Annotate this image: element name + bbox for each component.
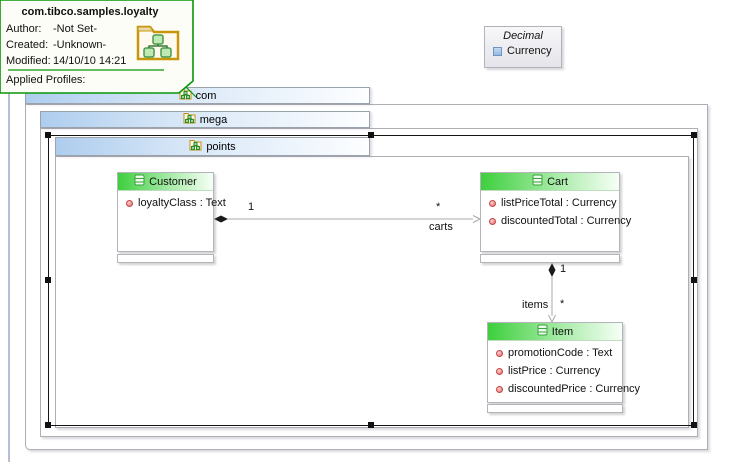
tooltip-title: com.tibco.samples.loyalty <box>21 6 159 18</box>
role-label-carts[interactable]: carts <box>429 221 453 233</box>
attribute-text: discountedTotal : Currency <box>501 215 632 227</box>
selection-handle-e[interactable] <box>691 277 697 283</box>
attribute-icon <box>489 199 496 207</box>
package-icon <box>183 112 196 127</box>
primitive-type-currency[interactable]: Decimal Currency <box>484 26 562 68</box>
selection-handle-s[interactable] <box>368 422 374 428</box>
class-name: Cart <box>547 175 568 188</box>
primitive-type-icon <box>493 46 502 56</box>
package-label: points <box>206 140 236 153</box>
page-boundary-line <box>8 0 10 462</box>
attribute-icon <box>496 349 503 357</box>
package-tab-points[interactable]: points <box>55 137 370 156</box>
attribute-icon <box>496 385 503 393</box>
tooltip-row-value: -Not Set- <box>53 23 98 35</box>
class-header-item[interactable]: Item <box>488 323 622 341</box>
attribute-text: listPriceTotal : Currency <box>501 197 617 209</box>
role-label-items[interactable]: items <box>522 299 549 311</box>
multiplicity-label[interactable]: * <box>436 201 441 213</box>
package-label: mega <box>199 113 228 126</box>
class-customer[interactable]: Customer loyaltyClass : Text <box>117 172 226 252</box>
selection-handle-se[interactable] <box>691 422 697 428</box>
tooltip-row-value: -Unknown- <box>53 39 107 51</box>
selection-handle-w[interactable] <box>45 277 51 283</box>
model-package-folder-icon <box>134 24 182 65</box>
attribute-text: discountedPrice : Currency <box>508 383 641 395</box>
tooltip-footer-label: Applied Profiles: <box>6 74 86 86</box>
class-cart-footer-compartment <box>480 254 620 263</box>
class-header-cart[interactable]: Cart <box>481 173 619 191</box>
attribute-row[interactable]: loyaltyClass : Text <box>126 194 226 212</box>
attribute-row[interactable]: discountedTotal : Currency <box>489 212 631 230</box>
selection-handle-n[interactable] <box>368 132 374 138</box>
attribute-text: promotionCode : Text <box>508 347 613 359</box>
package-label: com <box>195 89 217 102</box>
tooltip-row-label: Author: <box>6 23 42 35</box>
attribute-icon <box>496 367 503 375</box>
attribute-icon <box>489 217 496 225</box>
tooltip-row-label: Created: <box>6 39 49 51</box>
attribute-row[interactable]: discountedPrice : Currency <box>496 380 640 398</box>
type-name: Currency <box>507 45 552 57</box>
multiplicity-label[interactable]: * <box>560 298 565 310</box>
class-item-footer-compartment <box>487 404 623 413</box>
attribute-text: listPrice : Currency <box>508 365 601 377</box>
selection-handle-ne[interactable] <box>691 132 697 138</box>
selection-handle-nw[interactable] <box>45 132 51 138</box>
attribute-row[interactable]: listPriceTotal : Currency <box>489 194 619 212</box>
class-item[interactable]: Item promotionCode : Text listPrice : Cu… <box>487 322 640 403</box>
class-name: Item <box>551 325 574 338</box>
multiplicity-label[interactable]: 1 <box>560 263 567 275</box>
attribute-text: loyaltyClass : Text <box>138 197 226 209</box>
model-tooltip: com.tibco.samples.loyalty Author: -Not S… <box>0 0 193 93</box>
attribute-row[interactable]: listPrice : Currency <box>496 362 622 380</box>
stereotype-label: Decimal <box>503 30 543 42</box>
selection-handle-sw[interactable] <box>45 422 51 428</box>
tooltip-row-value: 14/10/10 14:21 <box>53 55 127 67</box>
package-tab-mega[interactable]: mega <box>40 111 370 128</box>
multiplicity-label[interactable]: 1 <box>248 201 255 213</box>
class-icon <box>134 174 145 189</box>
class-icon <box>537 324 548 339</box>
class-icon <box>532 174 543 189</box>
package-icon <box>189 139 202 154</box>
class-customer-footer-compartment <box>117 254 214 263</box>
class-name: Customer <box>149 175 197 188</box>
attribute-row[interactable]: promotionCode : Text <box>496 344 622 362</box>
tooltip-row-label: Modified: <box>6 55 51 67</box>
attribute-icon <box>126 199 133 207</box>
class-cart[interactable]: Cart listPriceTotal : Currency discounte… <box>480 172 631 252</box>
class-header-customer[interactable]: Customer <box>118 173 213 191</box>
